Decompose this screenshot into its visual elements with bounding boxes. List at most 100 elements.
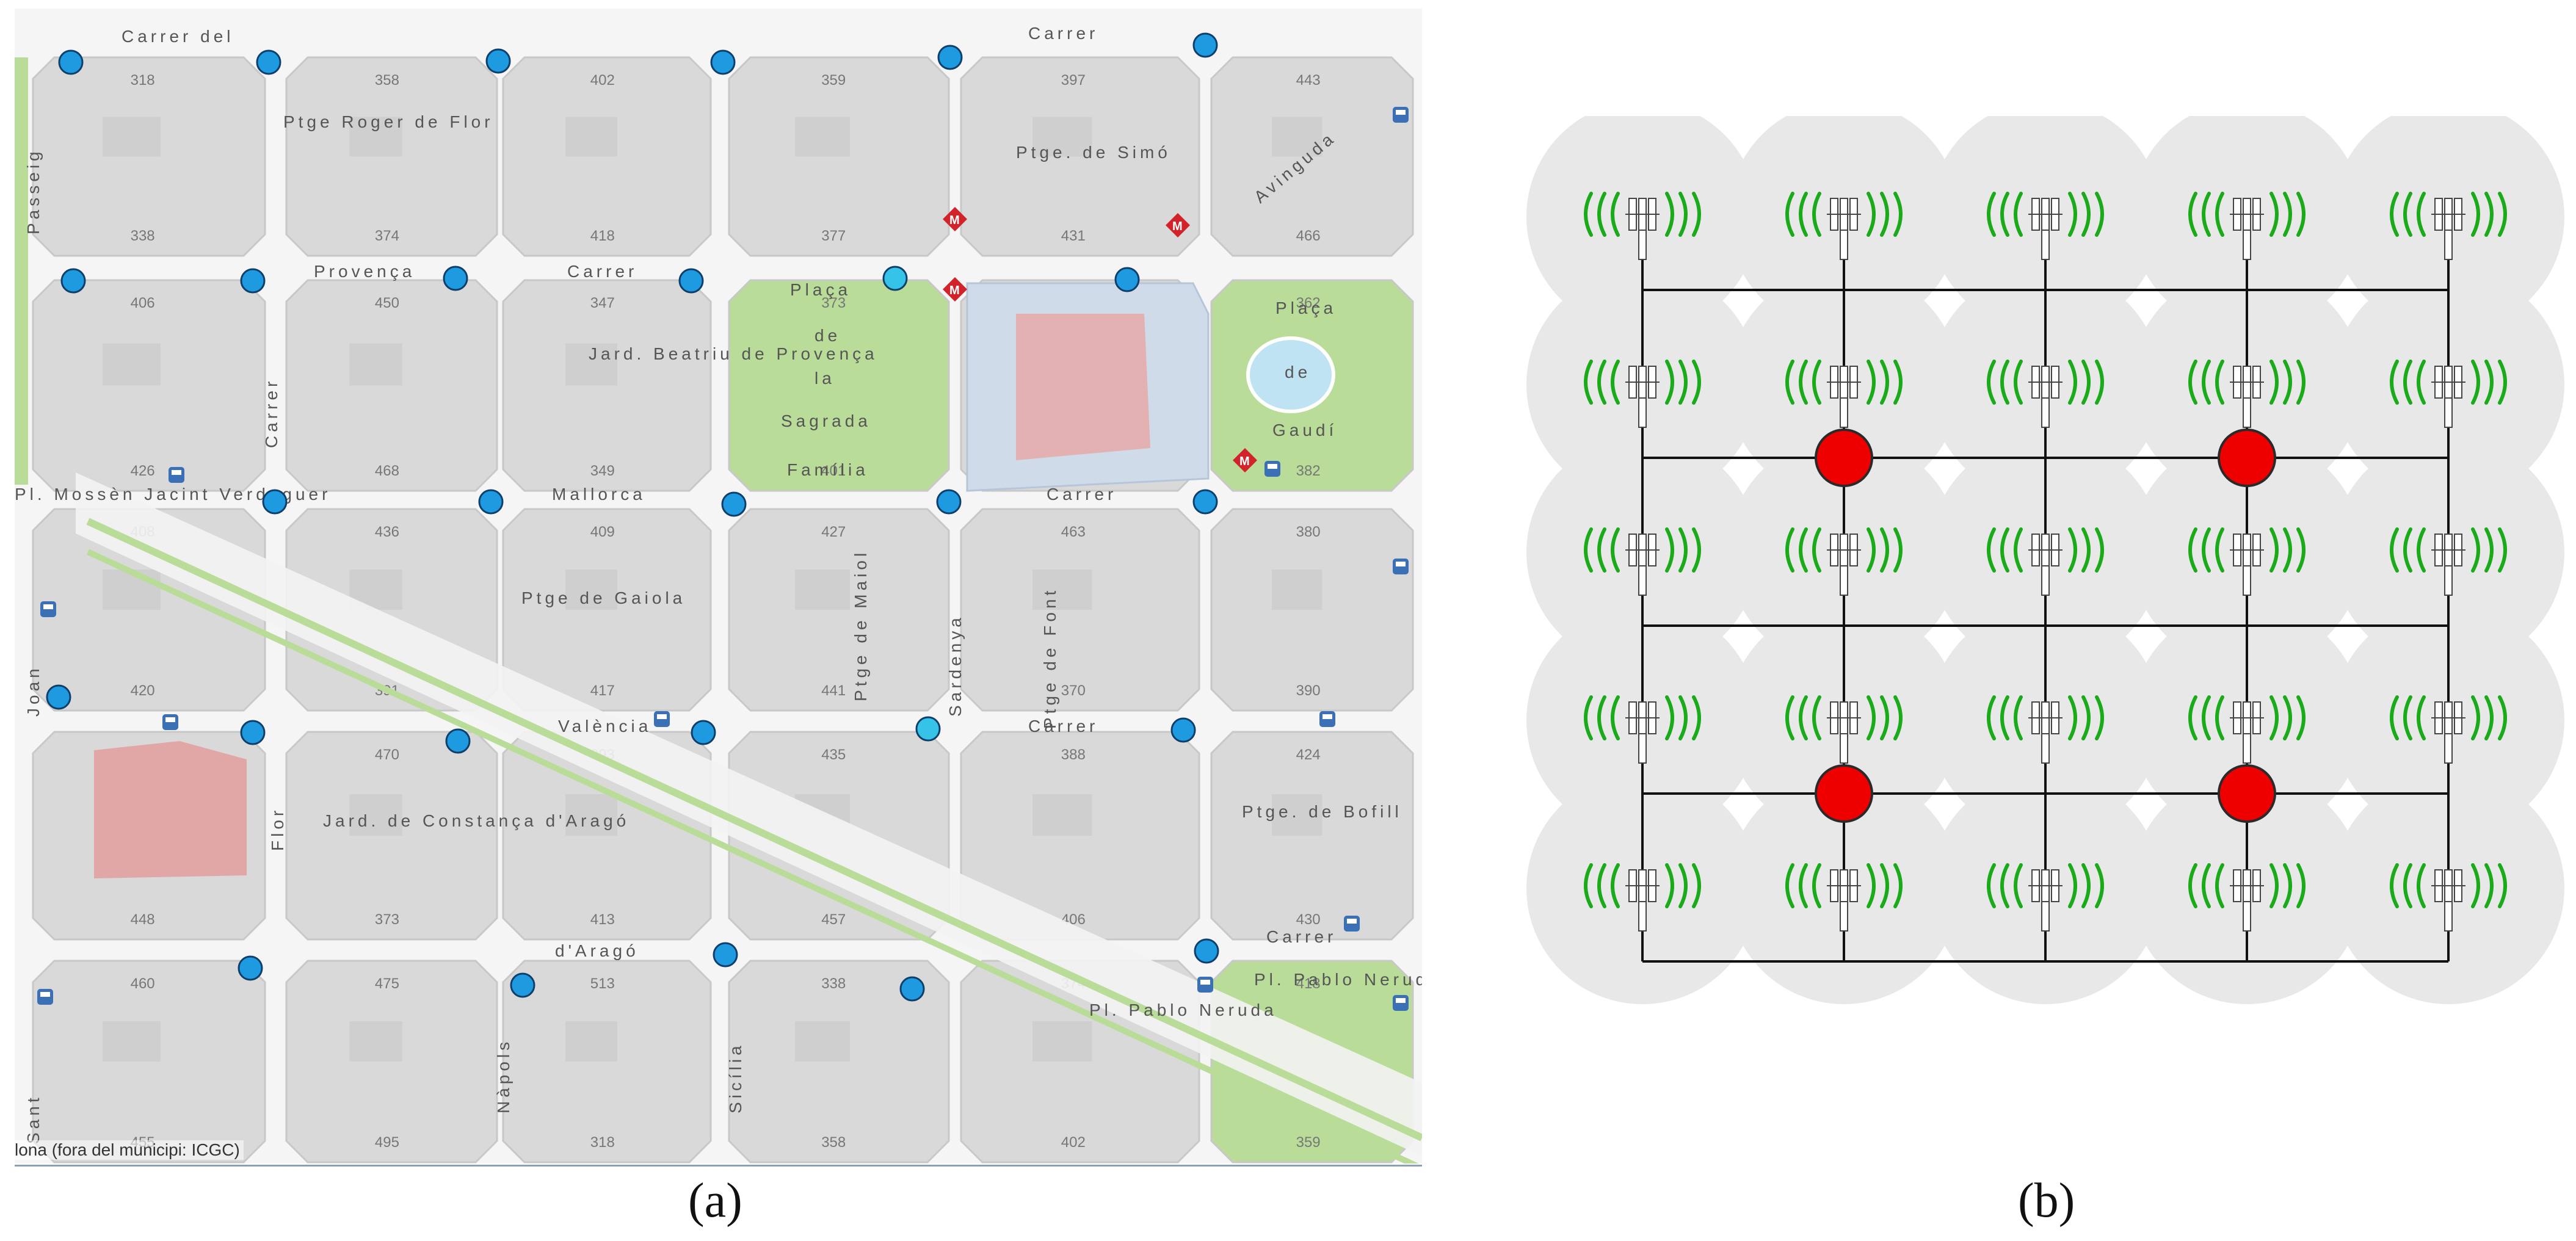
sensor-node-dot[interactable] <box>721 491 747 517</box>
svg-text:M: M <box>1239 455 1250 468</box>
small-cell-antenna[interactable] <box>1785 360 1903 428</box>
signal-arc <box>2188 695 2197 740</box>
aggregation-hub[interactable] <box>2218 764 2276 823</box>
small-cell-antenna[interactable] <box>2188 863 2306 932</box>
signal-arc <box>1785 192 1794 237</box>
sensor-node-dot[interactable] <box>262 489 288 515</box>
sensor-node-dot[interactable] <box>936 489 962 515</box>
sensor-node-dot[interactable] <box>256 49 281 75</box>
signal-arc <box>2484 863 2494 908</box>
sensor-node-dot[interactable] <box>937 45 963 70</box>
signal-arc <box>2283 695 2292 740</box>
bus-stop-icon[interactable] <box>1393 107 1409 123</box>
small-cell-antenna[interactable] <box>1584 527 1701 596</box>
small-cell-antenna[interactable] <box>1987 192 2104 260</box>
small-cell-antenna[interactable] <box>1785 863 1903 932</box>
small-cell-antenna[interactable] <box>2390 695 2507 764</box>
small-cell-antenna[interactable] <box>1584 695 1701 764</box>
diagonal-median <box>86 518 1422 1142</box>
building <box>1272 570 1322 610</box>
signal-arc <box>2000 863 2009 908</box>
signal-arc <box>1611 360 1620 405</box>
bus-stop-icon[interactable] <box>1344 916 1360 932</box>
block-number: 409 <box>590 524 615 540</box>
sensor-node-dot[interactable] <box>240 720 266 745</box>
small-cell-antenna[interactable] <box>2390 192 2507 260</box>
sensor-node-dot[interactable] <box>1170 717 1196 743</box>
bus-stop-icon[interactable] <box>654 711 670 727</box>
signal-arc <box>2498 695 2507 740</box>
street-label-pablo-neruda-1: Pl. Pablo Neruda <box>1089 1000 1277 1019</box>
small-cell-antenna[interactable] <box>1785 695 1903 764</box>
bus-stop-icon[interactable] <box>37 989 53 1005</box>
small-cell-antenna[interactable] <box>1785 192 1903 260</box>
sensor-node-dot[interactable] <box>713 942 738 968</box>
sensor-node-dot[interactable] <box>899 976 925 1002</box>
bus-stop-icon[interactable] <box>40 601 56 617</box>
bus-stop-icon[interactable] <box>1319 711 1335 727</box>
sensor-node-dot[interactable] <box>882 266 908 291</box>
small-cell-antenna[interactable] <box>1987 527 2104 596</box>
small-cell-antenna[interactable] <box>1987 360 2104 428</box>
sensor-node-dot[interactable] <box>1114 267 1140 292</box>
street-label-placa-gaudi-3: Gaudí <box>1272 421 1337 440</box>
sensor-node-dot[interactable] <box>445 728 471 754</box>
signal-arc <box>2215 192 2224 237</box>
block-number: 413 <box>590 911 615 928</box>
bus-stop-icon[interactable] <box>1197 977 1213 993</box>
aggregation-hub[interactable] <box>1815 764 1873 823</box>
sensor-node-dot[interactable] <box>678 268 704 294</box>
signal-arc <box>1665 360 1674 405</box>
small-cell-antenna[interactable] <box>2390 527 2507 596</box>
block-number: 347 <box>590 295 615 311</box>
sensor-node-dot[interactable] <box>710 49 736 75</box>
bus-stop-icon[interactable] <box>169 467 184 483</box>
signal-arc <box>2000 527 2009 573</box>
sensor-node-dot[interactable] <box>915 716 941 742</box>
sensor-node-dot[interactable] <box>240 268 266 294</box>
signal-arc <box>2188 360 2197 405</box>
sensor-node-dot[interactable] <box>485 48 511 74</box>
small-cell-antenna[interactable] <box>2390 863 2507 932</box>
small-cell-antenna[interactable] <box>1987 863 2104 932</box>
street-label-carrer-provenca: Carrer <box>567 262 637 281</box>
street-label-placa-sagrada-3: la <box>815 369 835 388</box>
small-cell-antenna[interactable] <box>1584 360 1701 428</box>
bus-stop-icon[interactable] <box>1264 461 1280 477</box>
signal-arc <box>1665 863 1674 908</box>
small-cell-antenna[interactable] <box>2188 192 2306 260</box>
signal-arc <box>2471 863 2480 908</box>
small-cell-antenna[interactable] <box>1584 192 1701 260</box>
sensor-node-dot[interactable] <box>1192 489 1218 515</box>
small-cell-antenna[interactable] <box>2188 360 2306 428</box>
small-cell-antenna[interactable] <box>1785 527 1903 596</box>
aggregation-hub[interactable] <box>2218 429 2276 487</box>
small-cell-antenna[interactable] <box>1987 695 2104 764</box>
sensor-node-dot[interactable] <box>691 720 716 745</box>
signal-arc <box>2390 863 2399 908</box>
sensor-node-dot[interactable] <box>46 684 71 710</box>
sensor-node-dot[interactable] <box>510 972 535 998</box>
sensor-node-dot[interactable] <box>238 955 263 981</box>
small-cell-antenna[interactable] <box>2188 527 2306 596</box>
sensor-node-dot[interactable] <box>1192 32 1218 58</box>
small-cell-antenna[interactable] <box>2188 695 2306 764</box>
signal-arc <box>1880 527 1889 573</box>
bus-stop-icon[interactable] <box>162 714 178 730</box>
sensor-node-dot[interactable] <box>1194 938 1219 964</box>
signal-arc <box>2296 863 2306 908</box>
sensor-node-dot[interactable] <box>478 489 504 515</box>
signal-arc <box>2081 695 2091 740</box>
signal-arc <box>1812 527 1821 573</box>
bus-stop-icon[interactable] <box>1393 995 1409 1011</box>
small-cell-antenna[interactable] <box>2390 360 2507 428</box>
sensor-node-dot[interactable] <box>443 266 468 291</box>
bus-stop-icon[interactable] <box>1393 559 1409 574</box>
signal-arc <box>2095 695 2104 740</box>
aggregation-hub[interactable] <box>1815 429 1873 487</box>
block-number: 427 <box>821 524 846 540</box>
sensor-node-dot[interactable] <box>58 49 84 75</box>
small-cell-antenna[interactable] <box>1584 863 1701 932</box>
sensor-node-dot[interactable] <box>60 268 86 294</box>
